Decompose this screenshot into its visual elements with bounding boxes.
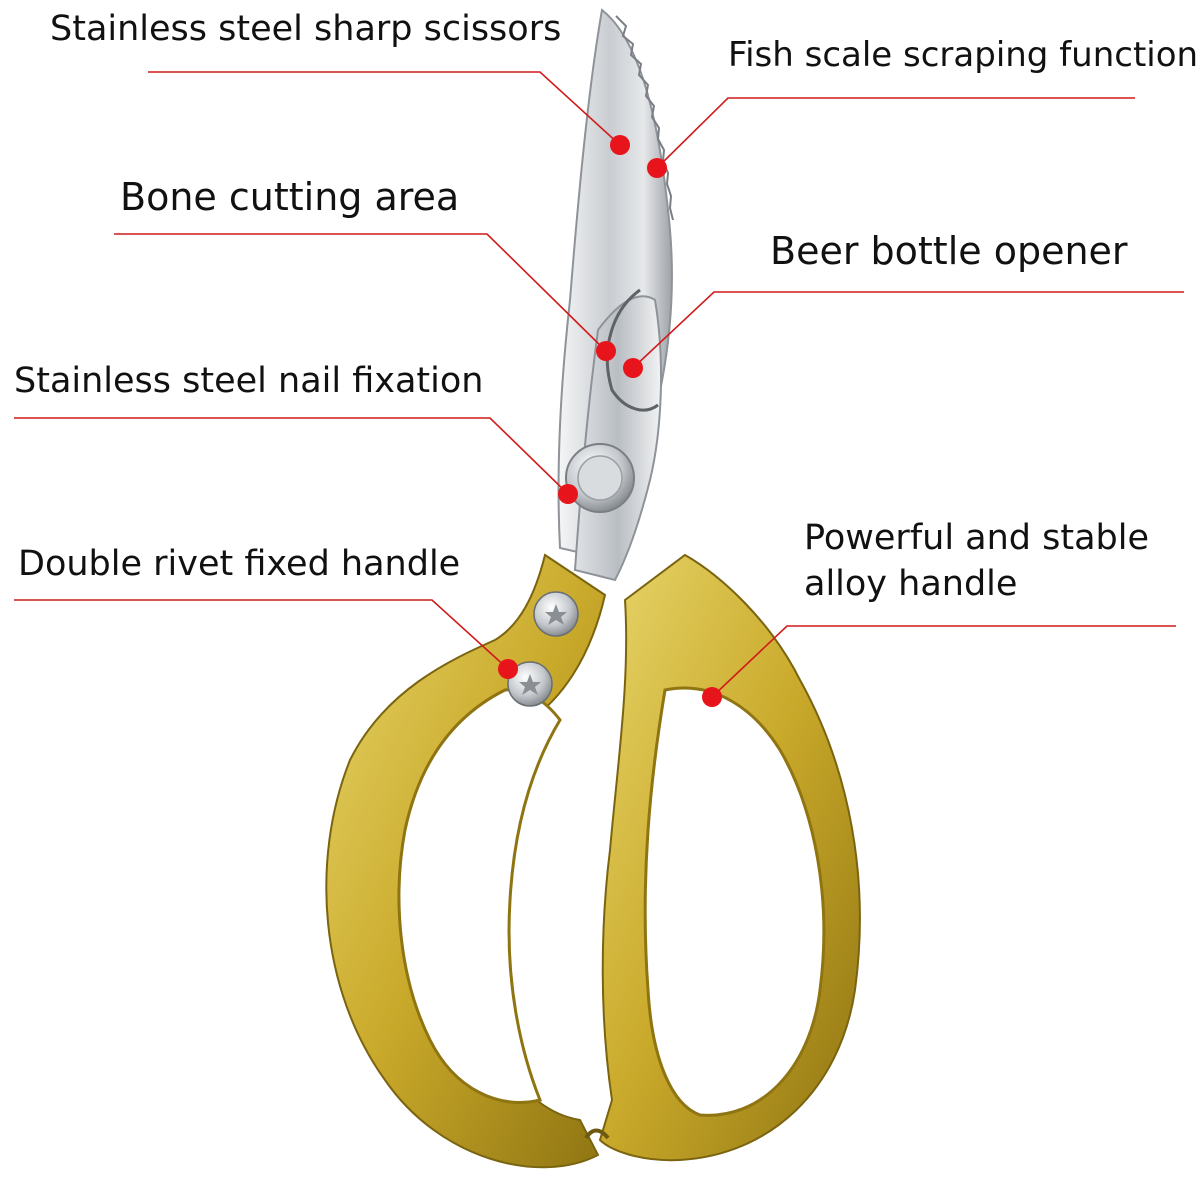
handle-spring	[584, 1128, 610, 1140]
right-handle-hole	[643, 686, 826, 1117]
dot-double-rivet	[498, 659, 518, 679]
dot-bone-cutting	[596, 341, 616, 361]
label-bottle-opener: Beer bottle opener	[770, 229, 1128, 273]
left-handle-hole	[397, 688, 562, 1104]
line-double-rivet	[14, 599, 509, 670]
dot-sharp-scissors	[610, 135, 630, 155]
dot-fish-scale	[647, 158, 667, 178]
dot-bottle-opener	[623, 358, 643, 378]
label-fish-scale: Fish scale scraping function	[728, 35, 1199, 75]
dot-nail-fixation	[558, 484, 578, 504]
label-bone-cutting: Bone cutting area	[120, 175, 460, 219]
label-sharp-scissors: Stainless steel sharp scissors	[50, 9, 562, 49]
label-double-rivet: Double rivet fixed handle	[18, 544, 461, 584]
line-nail-fixation	[14, 417, 569, 495]
dot-alloy-handle	[702, 687, 722, 707]
callout-lines	[14, 71, 1184, 698]
line-bottle-opener	[632, 291, 1184, 369]
bone-notch	[605, 288, 659, 412]
callout-dots	[498, 135, 722, 707]
line-fish-scale	[656, 97, 1135, 169]
line-sharp-scissors	[148, 71, 621, 146]
line-alloy-handle	[711, 625, 1176, 698]
serrated-edge	[615, 15, 674, 221]
line-bone-cutting	[114, 233, 607, 352]
label-alloy-handle: Powerful and stable alloy handle	[804, 518, 1150, 604]
label-nail-fixation: Stainless steel nail fixation	[14, 361, 484, 401]
